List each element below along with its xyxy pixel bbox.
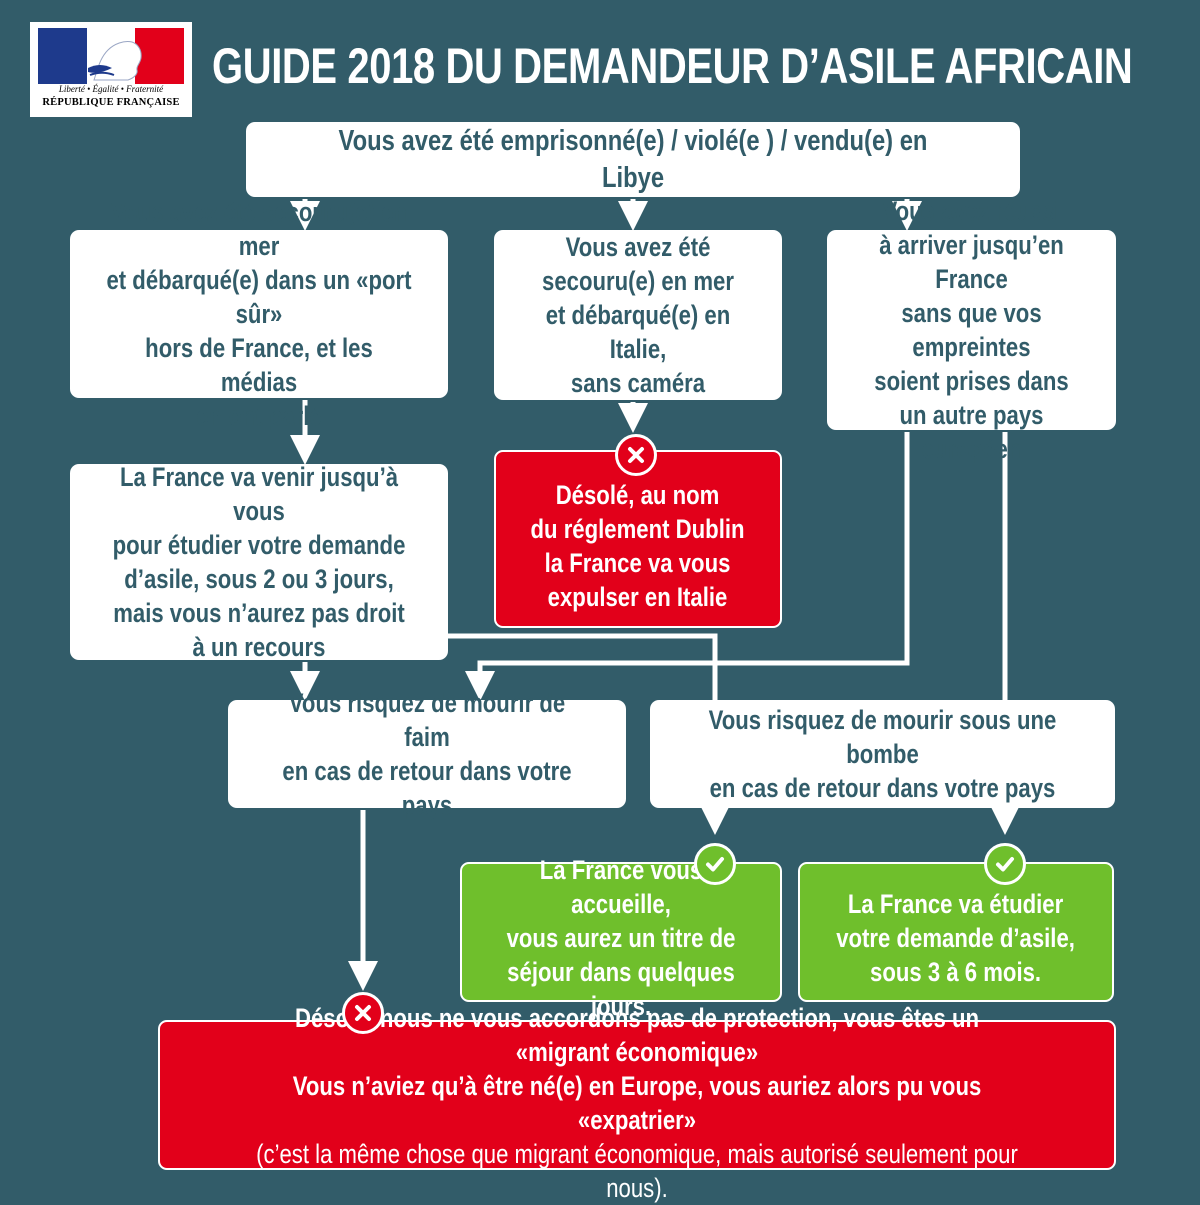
marianne-flag-icon <box>38 28 184 84</box>
node-study-asylum-text: La France va étudier votre demande d’asi… <box>836 888 1076 987</box>
cross-icon <box>615 434 657 476</box>
node-hunger-risk-text: Vous risquez de mourir de faim en cas de… <box>282 687 572 821</box>
logo-motto: Liberté • Égalité • Fraternité <box>58 84 164 94</box>
node-france-comes: La France va venir jusqu’à vous pour étu… <box>70 462 448 662</box>
cross-icon <box>342 992 384 1034</box>
node-hunger-risk: Vous risquez de mourir de faim en cas de… <box>228 688 626 820</box>
node-start: Vous avez été emprisonné(e) / violé(e ) … <box>246 122 1020 197</box>
node-refusal-line1: Désolé, nous ne vous accordons pas de pr… <box>294 1002 980 1067</box>
page-title: GUIDE 2018 DU DEMANDEUR D’ASILE AFRICAIN <box>212 38 1133 94</box>
node-reached-france-text: Vous avez réussi à arriver jusqu’en Fran… <box>874 195 1069 465</box>
node-france-comes-text: La France va venir jusqu’à vous pour étu… <box>112 461 406 663</box>
node-dublin-expulsion-text: Désolé, au nom du réglement Dublin la Fr… <box>530 479 746 613</box>
node-start-text: Vous avez été emprisonné(e) / violé(e ) … <box>338 124 928 194</box>
node-rescued-italy: Vous avez été secouru(e) en mer et débar… <box>494 230 782 400</box>
node-welcome: La France vous accueille, vous aurez un … <box>460 855 782 1021</box>
node-dublin-expulsion: Désolé, au nom du réglement Dublin la Fr… <box>494 450 782 628</box>
check-icon <box>984 843 1026 885</box>
node-bomb-risk-text: Vous risquez de mourir sous une bombe en… <box>708 704 1057 803</box>
node-rescued-safe-port: Vous avez été secouru(e) en mer et débar… <box>70 197 448 431</box>
check-icon <box>694 843 736 885</box>
node-rescued-italy-text: Vous avez été secouru(e) en mer et débar… <box>542 231 734 399</box>
node-bomb-risk: Vous risquez de mourir sous une bombe en… <box>650 700 1115 808</box>
node-welcome-text: La France vous accueille, vous aurez un … <box>506 854 736 1022</box>
node-refusal-line3: (c’est la même chose que migrant économi… <box>256 1139 1018 1204</box>
node-study-asylum: La France va étudier votre demande d’asi… <box>798 862 1114 1002</box>
republique-francaise-logo: Liberté • Égalité • Fraternité RÉPUBLIQU… <box>30 22 192 117</box>
arrow-reached-france-to-hunger <box>465 432 910 701</box>
node-rescued-safe-port-text: Vous avez été secouru(e) en mer et débar… <box>106 196 412 432</box>
logo-republic: RÉPUBLIQUE FRANÇAISE <box>42 97 180 108</box>
node-refusal-line2: Vous n’aviez qu’à être né(e) en Europe, … <box>292 1070 982 1135</box>
node-refusal: Désolé, nous ne vous accordons pas de pr… <box>158 1003 1116 1203</box>
node-reached-france: Vous avez réussi à arriver jusqu’en Fran… <box>827 196 1116 464</box>
